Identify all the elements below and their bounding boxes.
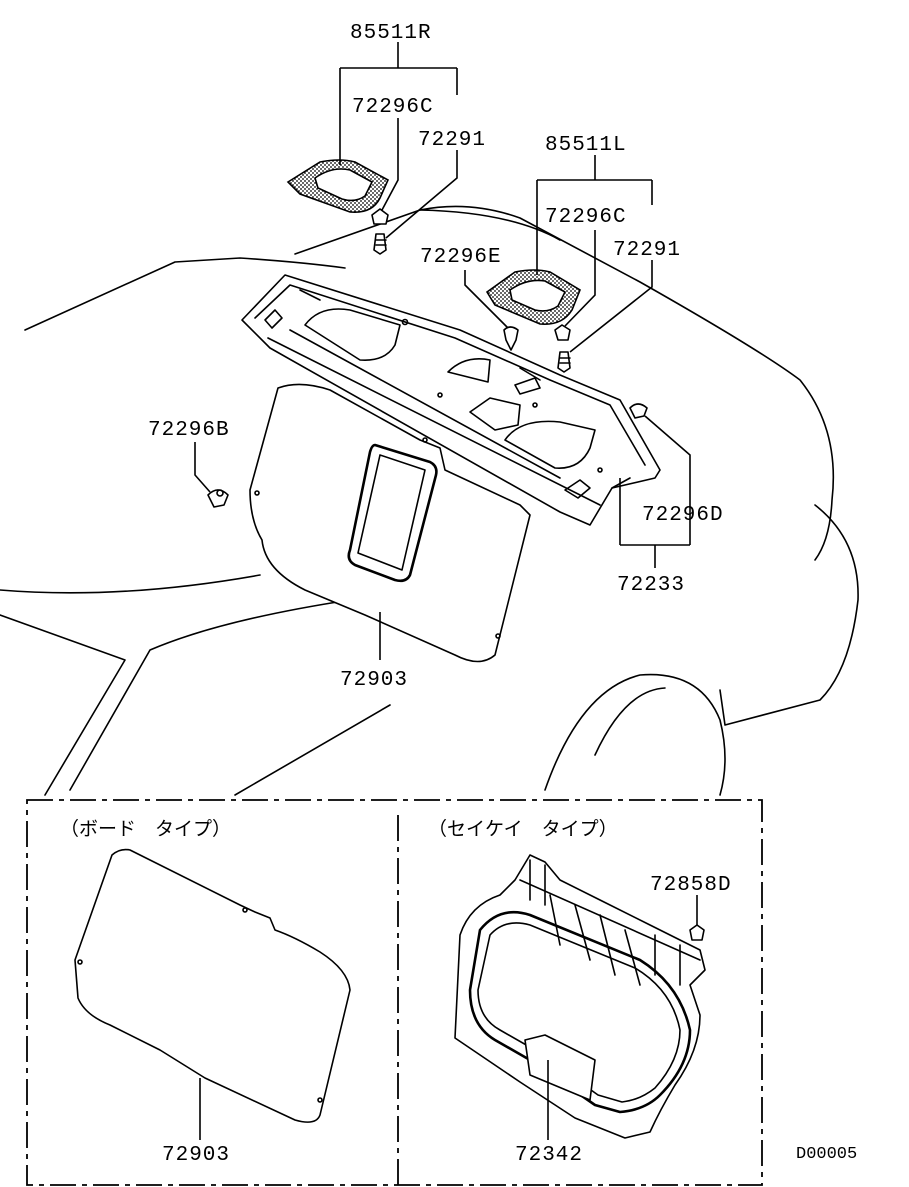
- partition-board-lower: [74, 848, 351, 1140]
- leader-lines-upper: [194, 42, 691, 660]
- label-72233: 72233: [617, 574, 685, 597]
- label-72903-lower: 72903: [162, 1144, 230, 1167]
- clip-icon-72296D: [629, 403, 648, 419]
- label-85511R: 85511R: [350, 22, 432, 45]
- label-board-type: （ボード タイプ）: [60, 818, 231, 840]
- partition-board-upper: [249, 383, 531, 663]
- clip-icon-72858D: [689, 924, 705, 941]
- speaker-cover-left: [485, 269, 581, 326]
- label-72296D: 72296D: [642, 504, 724, 527]
- label-72858D: 72858D: [650, 874, 732, 897]
- clip-icon-72296E: [503, 326, 519, 351]
- package-tray-trim: [241, 274, 661, 526]
- speaker-cover-right: [286, 159, 390, 214]
- label-72296C-r: 72296C: [352, 96, 434, 119]
- clip-icon-72296C-r: [371, 208, 389, 225]
- label-72342: 72342: [515, 1144, 583, 1167]
- clip-icon-72296B: [207, 489, 229, 508]
- label-85511L: 85511L: [545, 134, 627, 157]
- diagram-code: D00005: [796, 1145, 857, 1164]
- clip-icon-72296C-l: [554, 324, 571, 341]
- label-72903-upper: 72903: [340, 669, 408, 692]
- label-72291-l: 72291: [613, 239, 681, 262]
- label-72296B: 72296B: [148, 419, 230, 442]
- variant-frame: [26, 799, 763, 1186]
- label-72296E: 72296E: [420, 246, 502, 269]
- screw-icon-72291-r: [373, 233, 387, 255]
- screw-icon-72291-l: [557, 351, 571, 373]
- car-body-outline: [0, 205, 859, 796]
- label-molded-type: （セイケイ タイプ）: [428, 818, 618, 840]
- molded-trim: [454, 854, 706, 1139]
- label-72291-r: 72291: [418, 129, 486, 152]
- label-72296C-l: 72296C: [545, 206, 627, 229]
